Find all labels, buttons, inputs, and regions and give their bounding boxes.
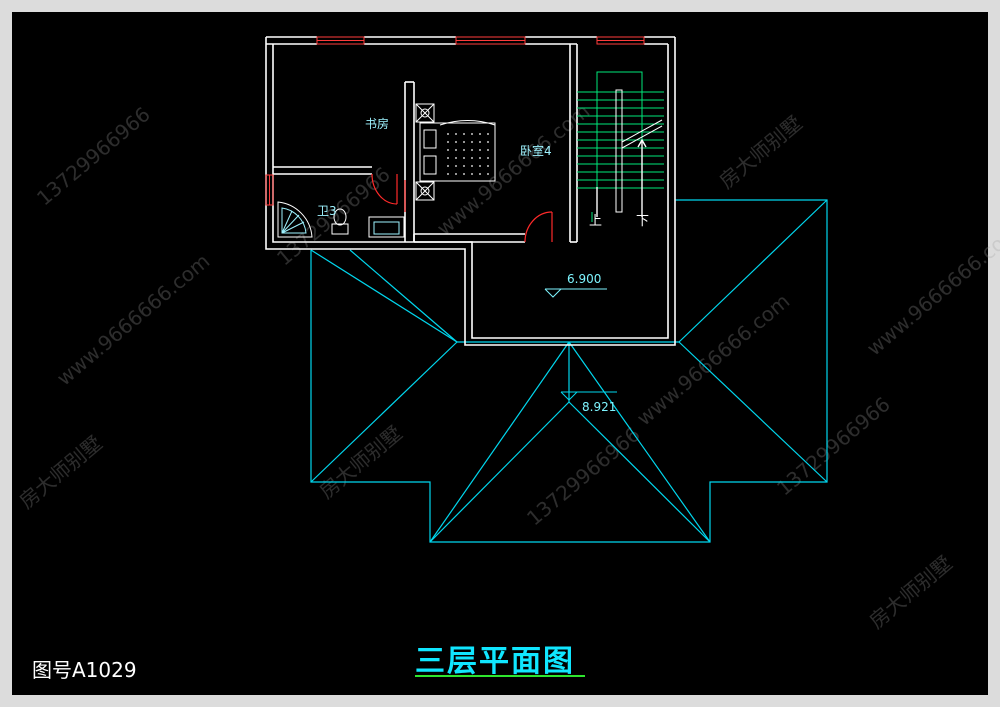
figure-number: 图号A1029	[32, 658, 137, 682]
floor-plan-drawing	[265, 36, 828, 677]
room-label-bedroom: 卧室4	[520, 144, 552, 158]
bathroom-fixtures	[277, 201, 405, 238]
stair-handrail	[615, 89, 663, 213]
elevation-marker-ridge	[560, 391, 617, 401]
staircase	[577, 71, 664, 222]
elevation-label-floor: 6.900	[567, 272, 602, 286]
walls	[265, 36, 676, 346]
drawing-canvas: 13729966966 www.9666666.com 房大师别墅 137299…	[12, 12, 1000, 695]
elevation-label-ridge: 8.921	[582, 400, 617, 414]
bed	[415, 103, 496, 201]
room-label-study: 书房	[365, 117, 390, 131]
drawing-title: 三层平面图	[415, 644, 575, 679]
stair-label-down: 下	[636, 214, 650, 229]
stair-label-up: 上	[589, 214, 603, 229]
windows	[265, 36, 645, 206]
stair-arrow-icon	[596, 138, 647, 217]
roof-outline	[310, 199, 828, 543]
room-label-bathroom: 卫3	[317, 204, 337, 218]
bed-quilt-pattern	[447, 133, 489, 175]
doors	[371, 173, 553, 243]
elevation-marker-floor	[544, 288, 607, 298]
